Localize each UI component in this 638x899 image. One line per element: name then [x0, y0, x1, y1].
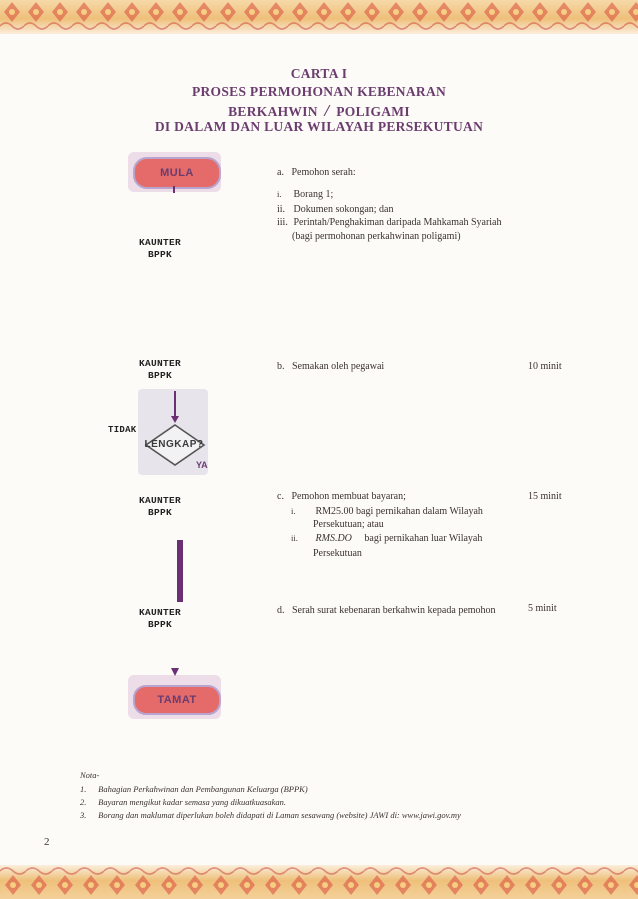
note-1-text: Bahagian Perkahwinan dan Pembangunan Kel… — [98, 784, 308, 794]
notes-heading: Nota- — [80, 770, 100, 780]
decorative-top-band — [0, 0, 638, 34]
flow-connector-bar — [177, 540, 183, 602]
title-word-poligami: POLIGAMI — [336, 104, 410, 119]
step-c-item-2: ii. RMS.DO bagi pernikahan luar Wilayah — [291, 533, 482, 544]
counter-2-line2: BPPK — [147, 369, 172, 381]
step-a-item-3: iii. Perintah/Penghakiman daripada Mahka… — [277, 217, 502, 228]
step-c-item-1-num: i. — [291, 506, 296, 516]
step-a-item-1: i. Borang 1; — [277, 189, 333, 200]
decision-no-label: TIDAK — [108, 425, 137, 435]
step-a-item-1-num: i. — [277, 189, 282, 199]
note-2-num: 2. — [80, 797, 87, 807]
step-b-text: Semakan oleh pegawai — [292, 361, 385, 372]
counter-2-line1: KAUNTER — [138, 358, 181, 369]
step-a-item-2-text: Dokumen sokongan; dan — [293, 204, 394, 215]
step-b-letter: b. — [277, 361, 285, 372]
counter-1-line2: BPPK — [147, 248, 172, 260]
title-slash: / — [324, 101, 330, 120]
step-d: d. Serah surat kebenaran berkahwin kepad… — [277, 605, 496, 616]
step-c-item-1-cont: Persekutuan; atau — [313, 519, 384, 530]
step-c-item-1: i. RM25.00 bagi pernikahan dalam Wilayah — [291, 506, 483, 517]
title-line-4: DI DALAM DAN LUAR WILAYAH PERSEKUTUAN — [154, 119, 484, 134]
note-3-num: 3. — [80, 810, 87, 820]
end-terminal: TAMAT — [133, 685, 221, 715]
counter-4-line2: BPPK — [147, 618, 172, 630]
counter-4-line1: KAUNTER — [138, 607, 181, 618]
step-b-time: 10 minit — [528, 361, 562, 372]
start-terminal: MULA — [133, 157, 221, 189]
counter-1-line1: KAUNTER — [138, 237, 181, 248]
step-a-item-2-num: ii. — [277, 204, 286, 215]
note-2: 2. Bayaran mengikut kadar semasa yang di… — [80, 797, 286, 807]
chart-title: CARTA I — [290, 66, 348, 81]
decision-diamond — [144, 424, 206, 466]
step-d-time: 5 minit — [528, 603, 557, 614]
decision-label: LENGKAP? — [144, 438, 204, 450]
step-d-text: Serah surat kebenaran berkahwin kepada p… — [292, 605, 496, 616]
end-arrow-icon — [171, 668, 179, 676]
note-3-text: Borang dan maklumat diperlukan boleh did… — [98, 810, 461, 820]
counter-label-4: KAUNTER BPPK — [120, 607, 200, 630]
step-c-item-1-text: RM25.00 bagi pernikahan dalam Wilayah — [315, 506, 483, 517]
note-3: 3. Borang dan maklumat diperlukan boleh … — [80, 810, 461, 820]
step-c-text: Pemohon membuat bayaran; — [291, 491, 406, 502]
title-line-3: BERKAHWIN / POLIGAMI — [0, 101, 638, 121]
step-b: b. Semakan oleh pegawai — [277, 361, 384, 372]
step-c-item-2-cont: Persekutuan — [313, 548, 362, 559]
step-a: a. Pemohon serah: — [277, 167, 356, 178]
step-a-item-3-cont: (bagi permohonan perkahwinan poligami) — [292, 231, 461, 242]
decision-diagram — [144, 391, 206, 466]
counter-label-1: KAUNTER BPPK — [120, 237, 200, 260]
counter-3-line2: BPPK — [147, 506, 172, 518]
step-a-item-3-text: Perintah/Penghakiman daripada Mahkamah S… — [293, 217, 502, 228]
step-c-item-2-num: ii. — [291, 533, 298, 543]
decision-in-arrow-head — [171, 416, 179, 423]
step-c: c. Pemohon membuat bayaran; — [277, 491, 406, 502]
step-a-item-2: ii. Dokumen sokongan; dan — [277, 204, 394, 215]
note-1: 1. Bahagian Perkahwinan dan Pembangunan … — [80, 784, 308, 794]
counter-3-line1: KAUNTER — [138, 495, 181, 506]
note-2-text: Bayaran mengikut kadar semasa yang dikua… — [98, 797, 287, 807]
decision-yes-label: YA — [196, 460, 208, 470]
step-a-item-1-text: Borang 1; — [293, 189, 334, 200]
step-a-letter: a. — [277, 167, 284, 178]
step-d-letter: d. — [277, 605, 285, 616]
title-line-2: PROSES PERMOHONAN KEBENARAN — [191, 84, 447, 99]
counter-label-3: KAUNTER BPPK — [120, 495, 200, 518]
step-c-letter: c. — [277, 491, 284, 502]
page-number: 2 — [44, 836, 50, 848]
step-c-time: 15 minit — [528, 491, 562, 502]
step-a-text: Pemohon serah: — [291, 167, 356, 178]
note-1-num: 1. — [80, 784, 87, 794]
title-word-berkahwin: BERKAHWIN — [228, 104, 318, 119]
decorative-bottom-band — [0, 865, 638, 899]
step-a-item-3-num: iii. — [277, 217, 288, 228]
step-c-item-2-text: bagi pernikahan luar Wilayah — [364, 533, 483, 544]
counter-label-2: KAUNTER BPPK — [120, 358, 200, 381]
start-connector — [173, 186, 175, 193]
step-c-item-2-amount: RMS.DO — [315, 533, 352, 544]
